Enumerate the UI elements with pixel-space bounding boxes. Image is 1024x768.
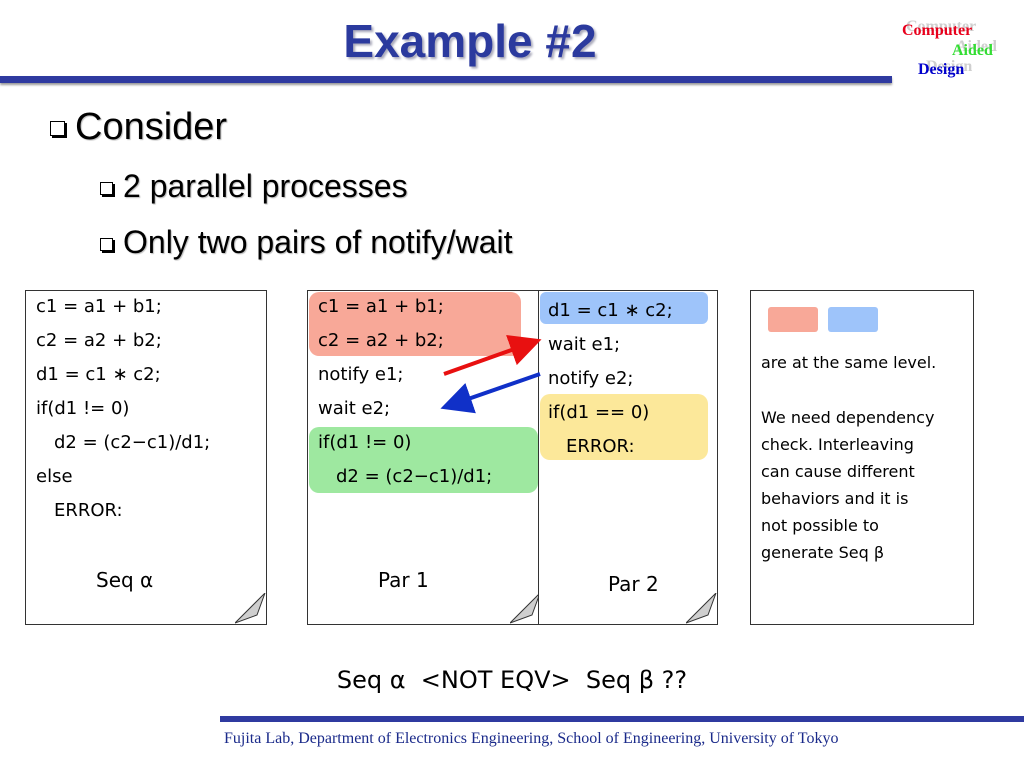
logo-design: Design bbox=[918, 61, 965, 78]
note-panel bbox=[750, 290, 974, 625]
par2-line: ERROR: bbox=[566, 436, 635, 457]
bullet-parallel-text: 2 parallel processes bbox=[123, 168, 408, 204]
bullet-notify-text: Only two pairs of notify/wait bbox=[123, 224, 513, 260]
footer-text: Fujita Lab, Department of Electronics En… bbox=[224, 730, 839, 747]
par2-caption: Par 2 bbox=[608, 572, 659, 596]
par1-line: wait e2; bbox=[318, 398, 391, 419]
par2-line: d1 = c1 ∗ c2; bbox=[548, 300, 673, 321]
note-line: We need dependency bbox=[761, 408, 935, 427]
par2-blue-highlight bbox=[540, 292, 708, 324]
seq-alpha-line: else bbox=[36, 466, 73, 487]
logo-shadow-aided: Aided bbox=[956, 38, 997, 55]
note-line: check. Interleaving bbox=[761, 435, 914, 454]
notify-e1-arrow bbox=[443, 334, 542, 376]
logo-computer: Computer bbox=[902, 22, 973, 39]
notify-e2-arrow bbox=[440, 372, 541, 414]
note-line: generate Seq β bbox=[761, 543, 885, 562]
square-bullet-icon bbox=[100, 238, 113, 252]
logo: Computer Aided Design Computer Aided Des… bbox=[896, 18, 1020, 80]
comparison-text: Seq α <NOT EQV> Seq β ?? bbox=[336, 666, 688, 694]
par1-line: c1 = a1 + b1; bbox=[318, 296, 444, 317]
par2-line: wait e1; bbox=[548, 334, 621, 355]
par2-yellow-highlight bbox=[540, 394, 708, 460]
note-line: not possible to bbox=[761, 516, 879, 535]
bullet-parallel-processes: 2 parallel processes bbox=[100, 168, 408, 205]
seq-alpha-page-curl bbox=[235, 593, 266, 624]
legend-red-swatch bbox=[768, 307, 818, 332]
par1-green-highlight bbox=[309, 427, 538, 493]
bullet-notify-wait: Only two pairs of notify/wait bbox=[100, 224, 512, 261]
logo-aided: Aided bbox=[952, 42, 993, 59]
logo-shadow-design: Design bbox=[926, 58, 973, 75]
par1-line: notify e1; bbox=[318, 364, 404, 385]
seq-alpha-line: ERROR: bbox=[54, 500, 123, 521]
bullet-consider-text: Consider bbox=[75, 106, 228, 148]
par1-red-highlight bbox=[309, 292, 521, 356]
seq-alpha-line: d1 = c1 ∗ c2; bbox=[36, 364, 161, 385]
seq-alpha-panel bbox=[25, 290, 267, 625]
par1-caption: Par 1 bbox=[378, 568, 429, 592]
square-bullet-icon bbox=[100, 182, 113, 196]
note-line: behaviors and it is bbox=[761, 489, 909, 508]
logo-shadow-computer: Computer bbox=[906, 18, 977, 35]
title-underline bbox=[0, 76, 892, 83]
slide-title: Example #2 bbox=[343, 15, 597, 67]
footer-rule bbox=[220, 716, 1024, 722]
bullet-consider: Consider bbox=[50, 106, 227, 149]
par1-line: d2 = (c2−c1)/d1; bbox=[336, 466, 493, 487]
par1-page-curl bbox=[510, 593, 541, 624]
sync-arrows bbox=[440, 334, 542, 414]
seq-alpha-line: c1 = a1 + b1; bbox=[36, 296, 162, 317]
seq-alpha-caption: Seq α bbox=[96, 568, 154, 592]
square-bullet-icon bbox=[50, 121, 65, 137]
seq-alpha-line: d2 = (c2−c1)/d1; bbox=[54, 432, 211, 453]
par1-line: c2 = a2 + b2; bbox=[318, 330, 444, 351]
par2-line: notify e2; bbox=[548, 368, 634, 389]
note-line: can cause different bbox=[761, 462, 915, 481]
seq-alpha-line: c2 = a2 + b2; bbox=[36, 330, 162, 351]
par2-page-curl bbox=[686, 593, 717, 624]
note-line: are at the same level. bbox=[761, 353, 937, 372]
legend-blue-swatch bbox=[828, 307, 878, 332]
seq-alpha-line: if(d1 != 0) bbox=[36, 398, 130, 419]
par1-line: if(d1 != 0) bbox=[318, 432, 412, 453]
par2-line: if(d1 == 0) bbox=[548, 402, 650, 423]
